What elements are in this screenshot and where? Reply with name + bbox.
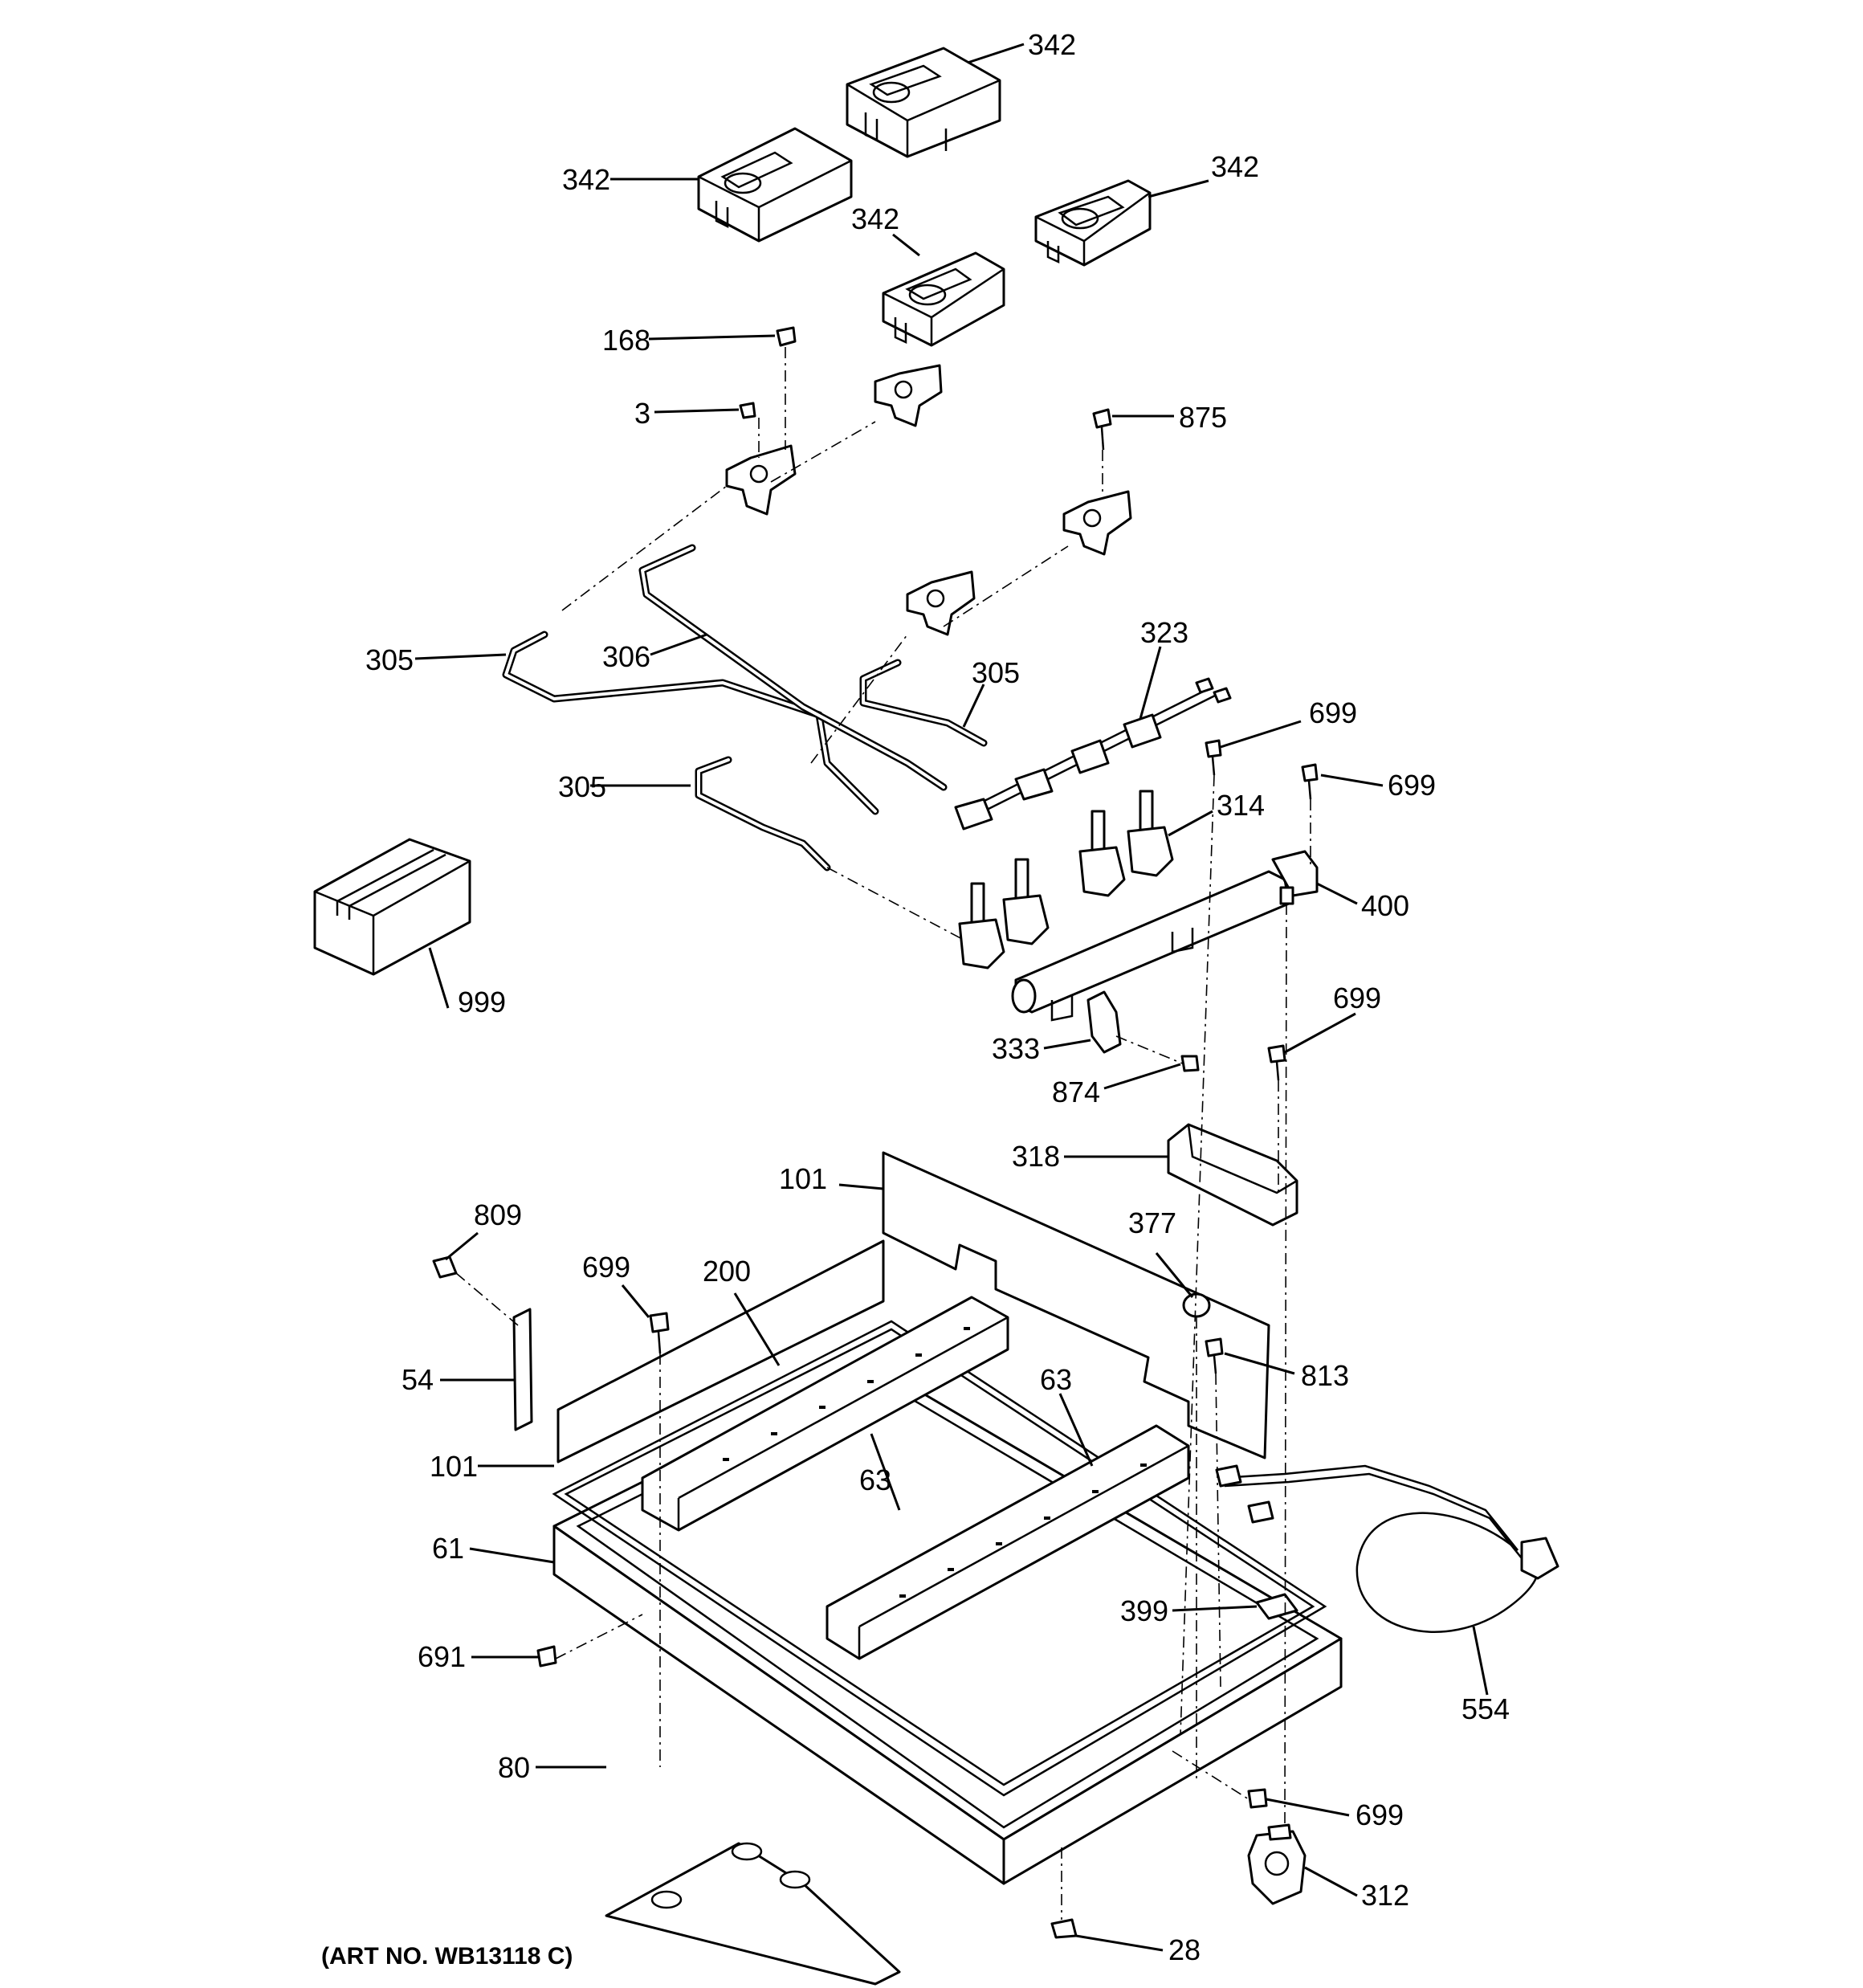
callout-regulator: 312 <box>1361 1879 1409 1912</box>
callout-burner-head-top: 342 <box>1028 28 1076 61</box>
screw-699-e <box>1247 1788 1268 1809</box>
bottom-panel <box>605 1842 901 1986</box>
callout-orifice-hood: 168 <box>602 324 650 357</box>
burner-base-front-left <box>725 444 797 516</box>
callout-burner-head-left: 342 <box>562 163 610 196</box>
callout-labels: 342 342 342 342 168 3 875 305 306 305 32… <box>365 28 1510 1966</box>
burner-base-back-left <box>874 364 943 427</box>
callout-leg-28: 28 <box>1168 1933 1201 1966</box>
art-number-caption: (ART NO. WB13118 C) <box>321 1943 573 1970</box>
rail-left <box>641 1296 1009 1532</box>
burner-head-right <box>1034 179 1152 267</box>
callout-tube-306: 306 <box>602 640 650 673</box>
screw-809 <box>432 1255 458 1279</box>
screw-699-c <box>1267 1044 1286 1081</box>
callout-literature-box: 999 <box>458 986 506 1018</box>
callout-screw-809: 809 <box>474 1198 522 1231</box>
rail-right <box>826 1424 1190 1660</box>
callout-screw-875: 875 <box>1179 401 1227 434</box>
orifice-hood <box>776 326 797 347</box>
callout-screw-699-e: 699 <box>1355 1798 1404 1831</box>
shield-back <box>882 1151 1270 1459</box>
shield-side <box>556 1239 885 1463</box>
burner-head-center <box>882 251 1005 347</box>
callout-shield-back: 101 <box>779 1162 827 1195</box>
tube-305-lower <box>695 756 831 872</box>
callout-manifold: 400 <box>1361 889 1409 922</box>
burner-head-left <box>697 127 853 243</box>
switch-harness <box>954 677 1232 831</box>
callout-rail-right: 63 <box>1040 1363 1072 1396</box>
callout-screw-699-c: 699 <box>1333 982 1381 1014</box>
screw-691 <box>536 1645 557 1668</box>
manifold <box>1011 850 1319 1022</box>
callout-screw-813: 813 <box>1301 1359 1349 1392</box>
tube-305-right <box>859 659 988 747</box>
callout-screw-874: 874 <box>1052 1076 1100 1108</box>
grommet <box>1182 1292 1211 1318</box>
callout-grommet: 377 <box>1128 1206 1176 1239</box>
callout-screw-699-d: 699 <box>582 1251 630 1284</box>
valve-set <box>958 790 1174 970</box>
callout-tube-305-right: 305 <box>972 656 1020 689</box>
callout-tube-305-left: 305 <box>365 643 414 676</box>
callout-valve: 314 <box>1217 789 1265 822</box>
burner-base-back-right <box>1062 490 1132 556</box>
burner-box <box>552 1364 1343 1885</box>
callout-burner-box: 61 <box>432 1532 464 1565</box>
callout-screw-3: 3 <box>634 397 650 430</box>
screw-3 <box>739 402 756 419</box>
callout-bracket: 333 <box>992 1032 1040 1065</box>
callout-screw-691: 691 <box>418 1640 466 1673</box>
regulator <box>1247 1823 1307 1905</box>
burner-head-top <box>846 47 1001 158</box>
screw-813 <box>1205 1337 1224 1374</box>
callout-screw-699-a: 699 <box>1309 696 1357 729</box>
callout-bottom-panel: 80 <box>498 1751 530 1784</box>
tube-305-left <box>502 631 879 815</box>
leg-28 <box>1050 1918 1078 1939</box>
literature-box <box>313 838 471 976</box>
side-bracket <box>512 1308 533 1431</box>
callout-rail-left: 63 <box>859 1463 891 1496</box>
burner-base-front-right <box>906 570 976 636</box>
screw-699-a <box>1205 739 1222 776</box>
spark-module <box>1167 1123 1298 1227</box>
callout-switch-harness: 323 <box>1140 616 1188 649</box>
bracket-333 <box>1086 990 1122 1054</box>
callout-seal-399: 399 <box>1120 1594 1168 1627</box>
screw-699-d <box>649 1312 670 1354</box>
callout-tube-305-lower: 305 <box>558 770 606 803</box>
leader-lines <box>414 43 1489 1952</box>
power-cord <box>1215 1464 1559 1633</box>
callout-side-bracket: 54 <box>402 1363 434 1396</box>
screw-875 <box>1092 408 1112 451</box>
screw-874 <box>1180 1055 1200 1072</box>
screw-699-b <box>1301 763 1319 800</box>
callout-gasket: 200 <box>703 1255 751 1288</box>
gasket <box>552 1320 1327 1797</box>
callout-shield-side: 101 <box>430 1450 478 1483</box>
callout-power-cord: 554 <box>1461 1692 1510 1725</box>
callout-spark-module: 318 <box>1012 1140 1060 1173</box>
callout-screw-699-b: 699 <box>1388 769 1436 802</box>
callout-burner-head-right: 342 <box>1211 150 1259 183</box>
seal-399 <box>1255 1593 1298 1620</box>
callout-burner-head-center: 342 <box>851 202 899 235</box>
tube-306 <box>638 544 948 791</box>
alignment-lines <box>455 347 1311 1920</box>
